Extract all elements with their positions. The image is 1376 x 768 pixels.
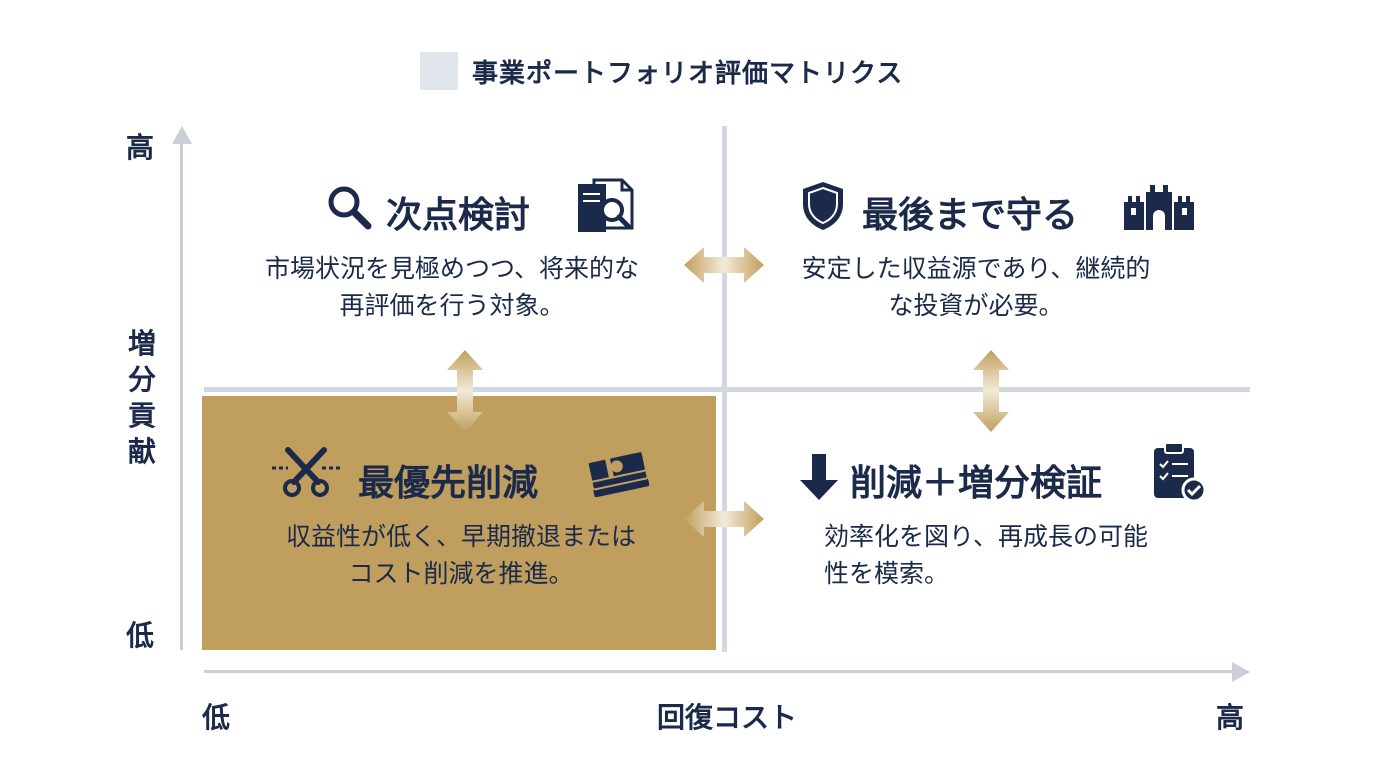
magnifier-icon [328, 186, 372, 230]
checklist-icon [1154, 442, 1207, 503]
scissors-icon [272, 447, 340, 497]
document-search-icon [578, 178, 634, 232]
quadrant-title-top-right: 最後まで守る [862, 195, 1079, 236]
quadrant-desc-top-right: 安定した収益源であり、継続的な投資が必要。 [801, 254, 1151, 320]
castle-icon [1124, 185, 1194, 230]
x-axis-title: 回復コスト [656, 701, 797, 734]
quadrant-desc-bottom-right: 効率化を図り、再成長の可能性を模索。 [824, 522, 1149, 588]
legend-swatch [420, 52, 458, 90]
horizontal-double-arrow-top [684, 247, 764, 283]
legend-label: 事業ポートフォリオ評価マトリクス [472, 58, 904, 89]
vertical-double-arrow-right [973, 350, 1009, 432]
y-axis-line [180, 138, 183, 650]
horizontal-divider [204, 387, 1250, 392]
shield-icon [803, 182, 843, 230]
y-axis-high-label: 高 [126, 131, 155, 164]
money-stack-icon [586, 450, 650, 498]
y-axis-low-label: 低 [126, 619, 155, 652]
quadrant-title-bottom-left: 最優先削減 [358, 463, 539, 504]
y-axis-title: 増分貢献 [127, 327, 156, 468]
x-axis-low-label: 低 [202, 701, 231, 734]
quadrant-desc-top-left: 市場状況を見極めつつ、将来的な再評価を行う対象。 [264, 254, 639, 320]
priority-quadrant-highlight [202, 396, 716, 650]
y-axis-arrowhead [172, 126, 192, 144]
down-arrow-icon [800, 454, 838, 500]
quadrant-desc-bottom-left: 収益性が低く、早期撤退またはコスト削減を推進。 [285, 522, 636, 588]
quadrant-title-top-left: 次点検討 [386, 195, 531, 236]
x-axis-high-label: 高 [1216, 701, 1245, 734]
horizontal-double-arrow-bottom [684, 501, 764, 537]
legend: 事業ポートフォリオ評価マトリクス [420, 52, 903, 90]
x-axis-arrowhead [1232, 662, 1250, 682]
quadrant-title-bottom-right: 削減＋増分検証 [850, 463, 1103, 504]
x-axis-line [204, 670, 1234, 673]
vertical-double-arrow-left [447, 350, 483, 432]
